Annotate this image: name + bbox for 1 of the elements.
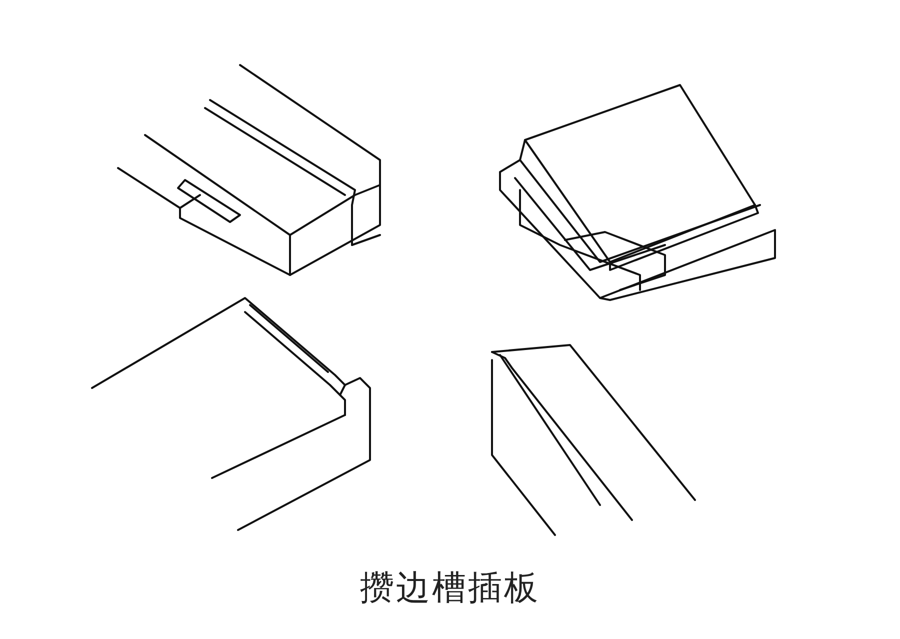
caption: 攒边槽插板: [360, 568, 540, 608]
